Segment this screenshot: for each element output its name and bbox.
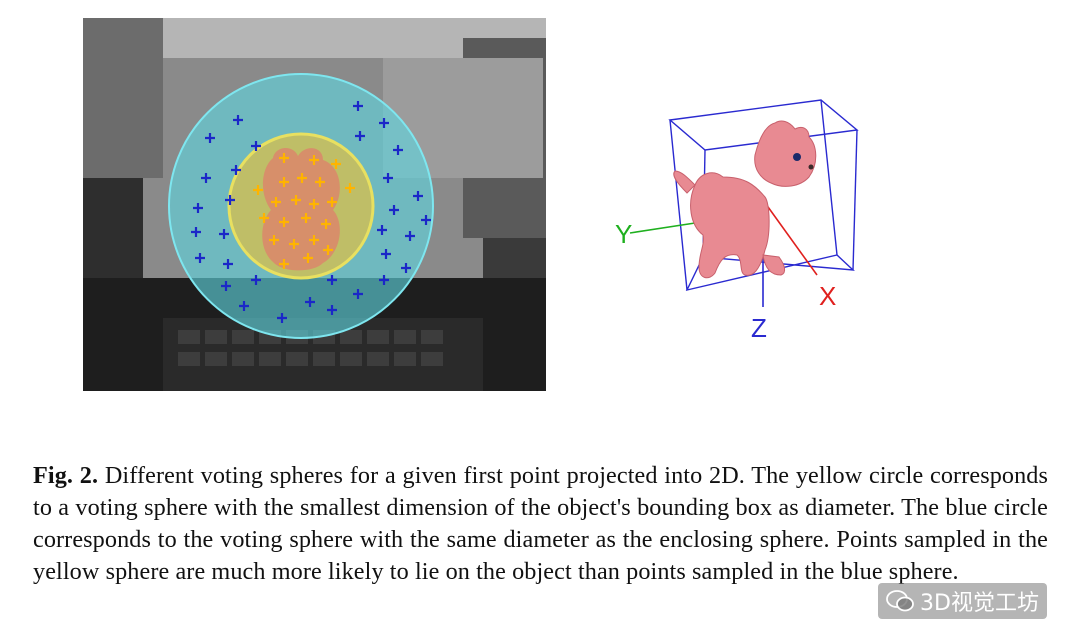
y-axis-line — [630, 223, 695, 233]
watermark: 3D视觉工坊 — [878, 583, 1047, 619]
cat-eye — [793, 153, 801, 161]
axis-label-x: X — [819, 281, 836, 311]
axis-label-y: Y — [615, 219, 632, 249]
wechat-icon — [886, 590, 914, 612]
voting-sphere-photo — [83, 18, 546, 391]
figure-label: Fig. 2. — [33, 462, 98, 489]
caption-text: Different voting spheres for a given fir… — [33, 462, 1048, 585]
axis-label-z: Z — [751, 313, 767, 343]
figure-caption: Fig. 2. Different voting spheres for a g… — [33, 460, 1048, 588]
watermark-text: 3D视觉工坊 — [920, 585, 1039, 617]
object-bounding-box-figure: Y Z X — [595, 85, 875, 355]
